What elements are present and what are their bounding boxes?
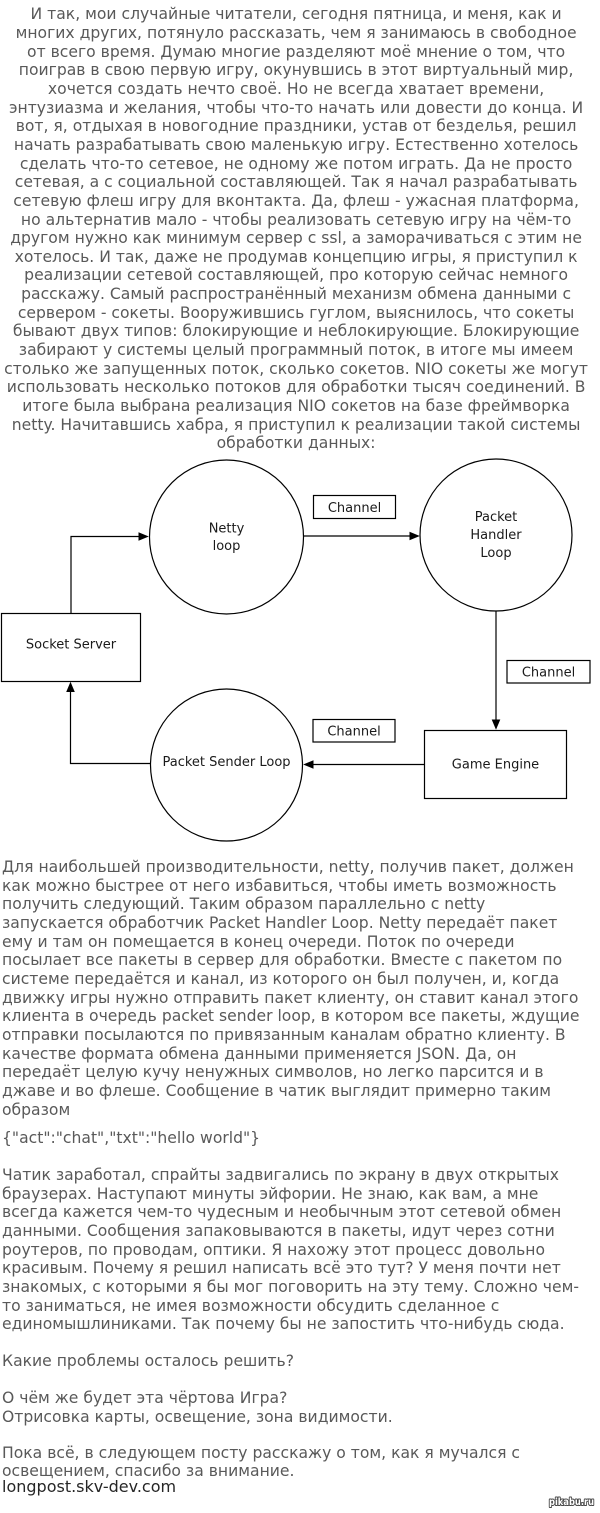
intro-paragraph: И так, мои случайные читатели, сегодня п… [4, 5, 589, 453]
game-answer-line: Отрисовка карты, освещение, зона видимос… [2, 1407, 393, 1426]
json-example-line: {"act":"chat","txt":"hello world"} [2, 1128, 261, 1147]
arrowhead-engine-to-sender [303, 760, 314, 769]
outro-paragraph: Пока всё, в следующем посту расскажу о т… [2, 1443, 520, 1481]
edge-label-handler-to-engine: Channel [522, 666, 575, 681]
node-socket-server [0, 612, 142, 683]
edge-label-engine-to-sender: Channel [327, 725, 380, 740]
watermark-text: pikabu.ru [549, 1497, 594, 1508]
arrow-sender-to-socket [69, 690, 151, 765]
arrowhead-sender-to-socket [66, 681, 75, 692]
source-url: longpost.skv-dev.com [2, 1477, 177, 1496]
watermark: pikabu.ru [548, 1496, 595, 1509]
diagram-arrows [66, 531, 501, 769]
node-packet-handler-loop [419, 458, 573, 612]
arrowhead-socket-to-netty [138, 532, 149, 541]
problems-question-line: Какие проблемы осталось решить? [2, 1352, 295, 1370]
edge-label-box-netty-to-handler [312, 494, 397, 520]
reflections-paragraph: Чатик заработал, спрайты задвигались по … [2, 1166, 579, 1334]
game-question-line: О чём же будет эта чёртова Игра? [2, 1389, 288, 1407]
node-packet-sender-loop [149, 688, 304, 842]
flow-explanation-paragraph: Для наибольшей производительности, netty… [2, 858, 580, 1119]
arrowhead-handler-to-engine [491, 719, 501, 730]
edge-label-box-engine-to-sender [312, 718, 396, 743]
node-socket-server-label: Socket Server [26, 638, 117, 653]
diagram-edge-labels: Channel Channel Channel [312, 494, 591, 743]
arrowhead-netty-to-handler [409, 531, 420, 541]
node-netty-loop [148, 459, 305, 615]
node-game-engine-label: Game Engine [452, 758, 539, 773]
game-topic-paragraph: О чём же будет эта чёртова Игра?Отрисовк… [2, 1389, 586, 1426]
node-packet-sender-loop-label: Packet Sender Loop [162, 755, 290, 770]
arrow-socket-to-netty [70, 535, 141, 614]
node-game-engine [423, 729, 568, 800]
edge-label-box-handler-to-engine [506, 659, 591, 684]
edge-label-netty-to-handler: Channel [328, 501, 381, 516]
